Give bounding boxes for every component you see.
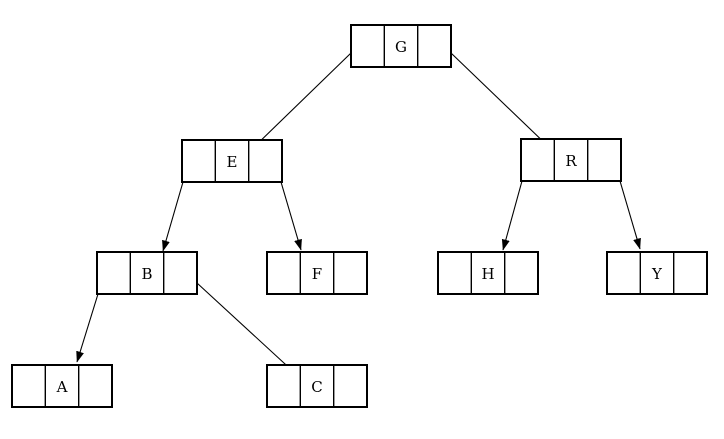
- tree-edge-G-R: [450, 52, 553, 151]
- node-label: E: [227, 153, 238, 171]
- node-label: F: [312, 265, 322, 283]
- node-layer: G E R B F H Y A C: [11, 24, 708, 408]
- tree-node-C: C: [266, 364, 368, 408]
- node-box: [520, 138, 622, 182]
- tree-edge-R-Y: [619, 180, 641, 250]
- node-box: [181, 139, 283, 183]
- tree-node-F: F: [266, 251, 368, 295]
- tree-edge-E-F: [280, 181, 302, 251]
- node-label: R: [565, 152, 577, 170]
- tree-node-Y: Y: [606, 251, 708, 295]
- tree-node-H: H: [437, 251, 539, 295]
- node-box: [11, 364, 113, 408]
- node-box: [606, 251, 708, 295]
- node-box: [350, 24, 452, 68]
- node-label: C: [311, 378, 322, 396]
- node-box: [437, 251, 539, 295]
- node-label: A: [56, 378, 68, 396]
- node-box: [266, 251, 368, 295]
- tree-node-R: R: [520, 138, 622, 182]
- tree-edge-G-E: [250, 52, 352, 151]
- node-label: B: [141, 265, 152, 283]
- node-box: [266, 364, 368, 408]
- tree-edge-B-A: [76, 293, 99, 363]
- tree-edge-E-B: [162, 181, 184, 252]
- tree-node-A: A: [11, 364, 113, 408]
- tree-node-G: G: [350, 24, 452, 68]
- node-label: H: [481, 265, 494, 283]
- tree-edge-B-C: [196, 282, 298, 376]
- node-box: [96, 251, 198, 295]
- tree-node-B: B: [96, 251, 198, 295]
- tree-node-E: E: [181, 139, 283, 183]
- tree-edge-R-H: [501, 180, 523, 251]
- node-label: Y: [651, 265, 663, 283]
- edge-layer: [76, 52, 641, 376]
- node-label: G: [395, 38, 407, 56]
